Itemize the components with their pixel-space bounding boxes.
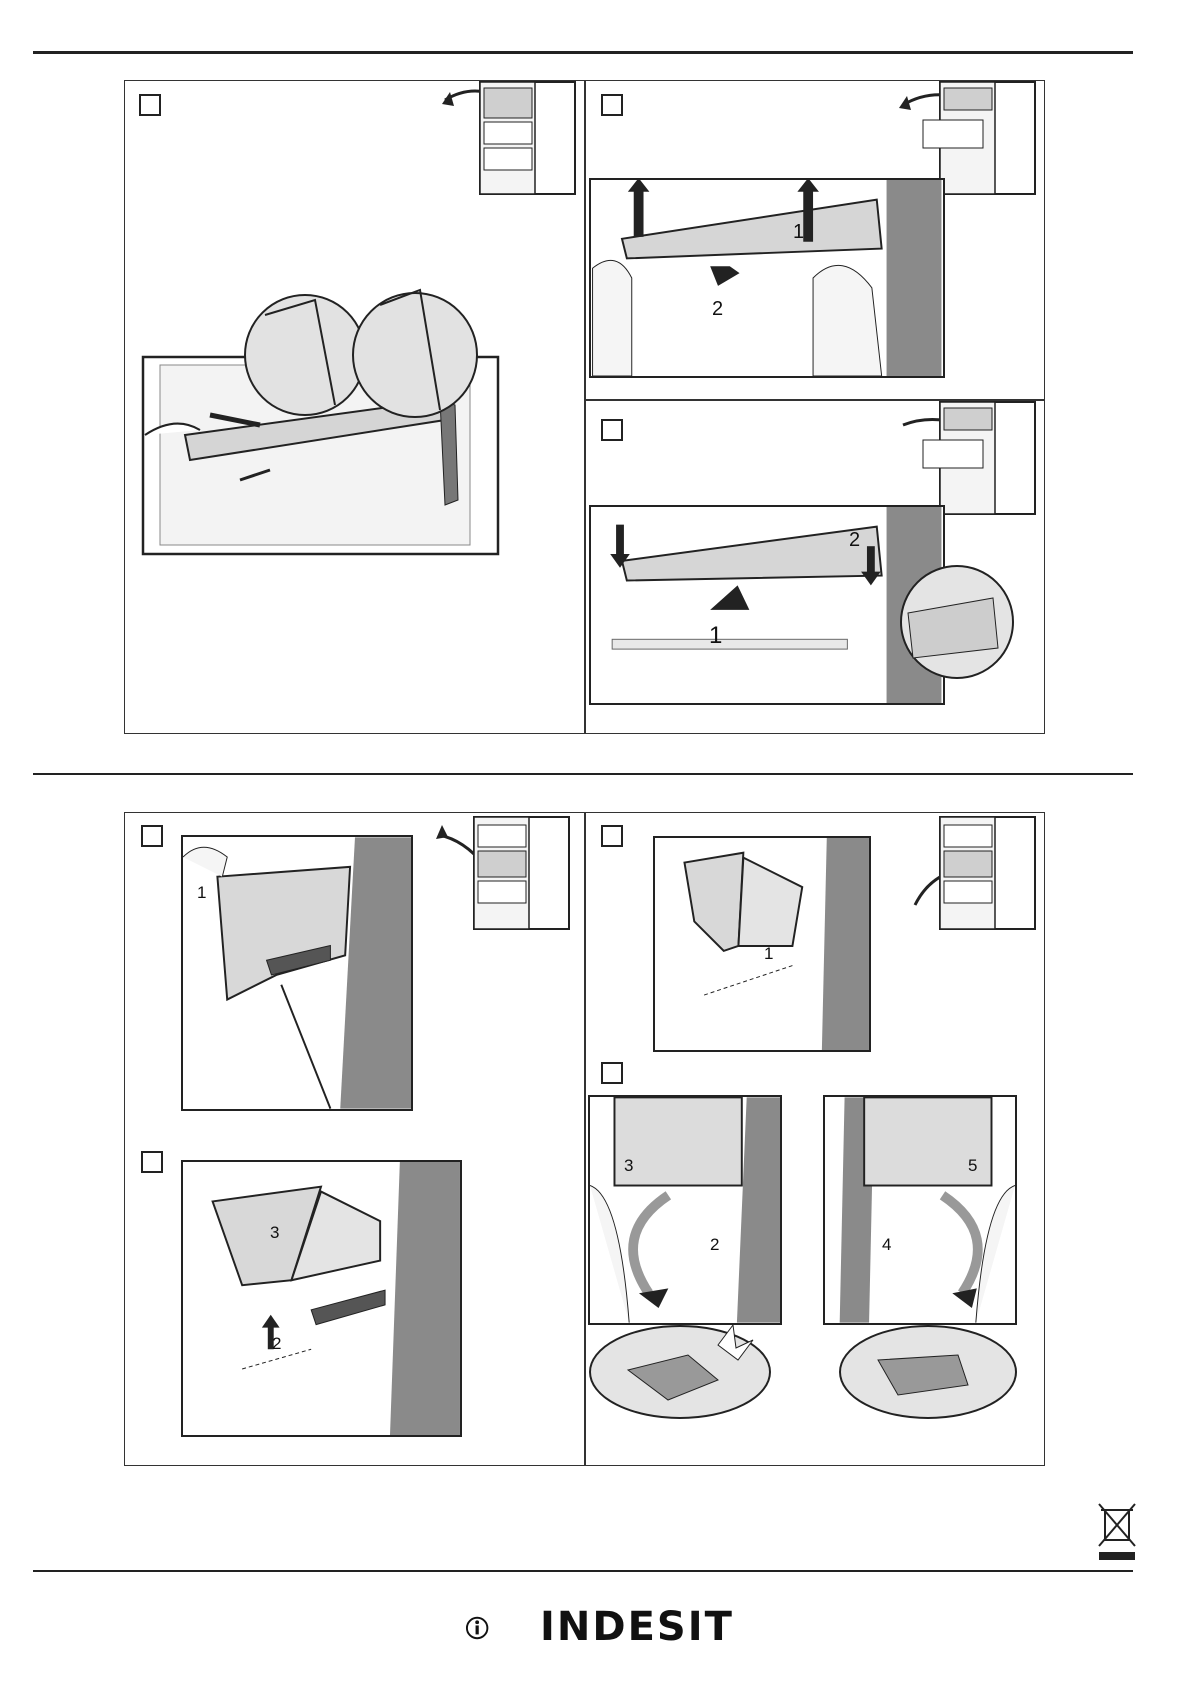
step-number: 2 (849, 529, 860, 552)
fridge-diagram-icon (905, 815, 1040, 930)
step-number: 5 (968, 1156, 977, 1176)
step-checkbox-icon (139, 94, 161, 116)
step-checkbox-icon (601, 419, 623, 441)
fridge-diagram-icon (440, 80, 580, 195)
indesit-logo-icon (465, 1593, 545, 1663)
step-number: 2 (710, 1235, 719, 1255)
step-checkbox-icon (141, 1151, 163, 1173)
filter-insert-illustration (823, 1095, 1017, 1325)
step-number: 3 (270, 1223, 279, 1243)
detail-magnifier-icon (588, 1320, 772, 1420)
top-rule (33, 51, 1133, 54)
filter-release-illustration (588, 1095, 782, 1325)
step-checkbox-icon (601, 1062, 623, 1084)
step-number: 1 (793, 221, 804, 244)
step-number: 1 (764, 944, 773, 964)
middle-rule (33, 773, 1133, 775)
fridge-diagram-icon (895, 400, 1040, 515)
step-number: 3 (624, 1156, 633, 1176)
drawer-slide-illustration (653, 836, 871, 1052)
fridge-diagram-icon (434, 815, 574, 930)
drawer-removal-illustration (181, 835, 413, 1111)
weee-bin-icon (1097, 1502, 1137, 1562)
shelf-insert-illustration (589, 505, 945, 705)
bottom-frame-divider-vertical (584, 812, 586, 1466)
top-frame-divider-vertical (584, 80, 586, 734)
step-checkbox-icon (601, 825, 623, 847)
step-number: 2 (272, 1334, 281, 1354)
step-checkbox-icon (141, 825, 163, 847)
step-number: 1 (709, 622, 722, 650)
drawer-tilt-illustration (181, 1160, 462, 1437)
step-number: 1 (197, 883, 206, 903)
brand-name: INDESIT (540, 1604, 734, 1650)
shelf-lift-illustration (589, 178, 945, 378)
detail-magnifier-icon (838, 1320, 1018, 1420)
bottom-rule (33, 1570, 1133, 1572)
detail-magnifier-icon (898, 563, 1016, 681)
step-number: 2 (712, 298, 723, 321)
shelf-removal-illustration (140, 265, 580, 560)
step-number: 4 (882, 1235, 891, 1255)
step-checkbox-icon (601, 94, 623, 116)
